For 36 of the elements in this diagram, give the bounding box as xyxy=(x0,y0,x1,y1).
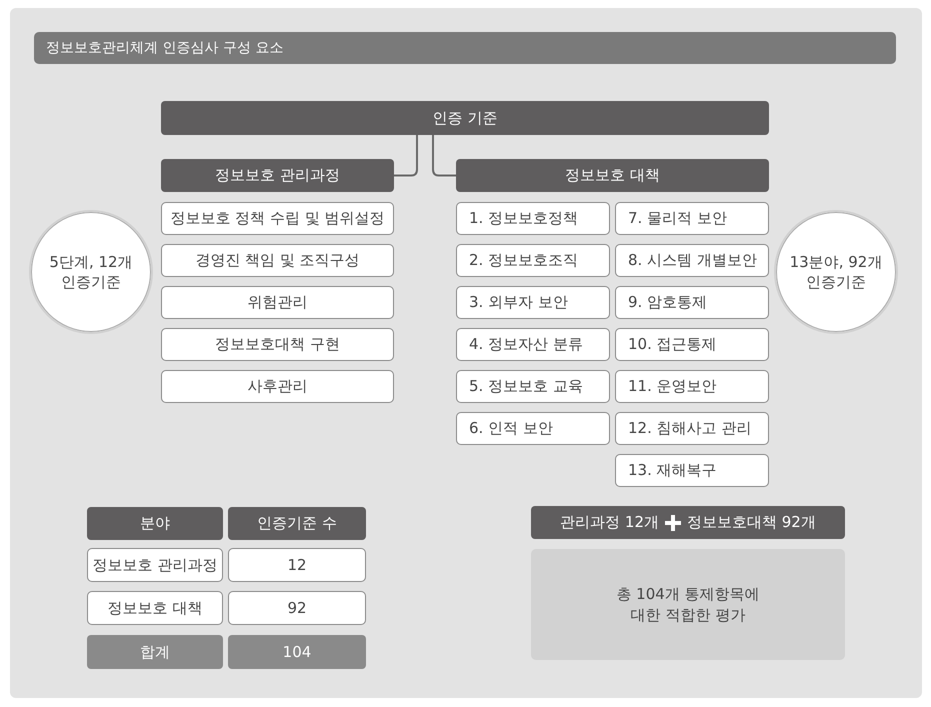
item-box: 정보보호 정책 수립 및 범위설정 xyxy=(161,202,394,235)
item-box: 2. 정보보호조직 xyxy=(456,244,610,277)
connector-line xyxy=(432,135,456,176)
table-cell: 104 xyxy=(228,635,366,669)
item-box: 경영진 책임 및 조직구성 xyxy=(161,244,394,277)
category-header-bar: 정보보호 관리과정 xyxy=(161,159,394,192)
summary-header-bar xyxy=(531,506,845,539)
table-cell: 합계 xyxy=(87,635,223,669)
item-box: 11. 운영보안 xyxy=(615,370,769,403)
item-box: 6. 인적 보안 xyxy=(456,412,610,445)
item-box: 3. 외부자 보안 xyxy=(456,286,610,319)
item-box: 4. 정보자산 분류 xyxy=(456,328,610,361)
item-box: 13. 재해복구 xyxy=(615,454,769,487)
header-text: 관리과정 12개 xyxy=(560,512,659,533)
table-header-cell: 분야 xyxy=(87,507,223,540)
header-text: 정보보호대책 92개 xyxy=(687,512,816,533)
table-cell: 정보보호 관리과정 xyxy=(87,548,223,582)
item-box: 8. 시스템 개별보안 xyxy=(615,244,769,277)
item-box: 7. 물리적 보안 xyxy=(615,202,769,235)
item-box: 9. 암호통제 xyxy=(615,286,769,319)
item-box: 정보보호대책 구현 xyxy=(161,328,394,361)
item-box: 1. 정보보호정책 xyxy=(456,202,610,235)
item-box: 12. 침해사고 관리 xyxy=(615,412,769,445)
table-cell: 정보보호 대책 xyxy=(87,591,223,625)
item-box: 5. 정보보호 교육 xyxy=(456,370,610,403)
connector-line xyxy=(394,135,418,176)
table-cell: 92 xyxy=(228,591,366,625)
item-box: 사후관리 xyxy=(161,370,394,403)
table-header-cell: 인증기준 수 xyxy=(228,507,366,540)
item-box: 위험관리 xyxy=(161,286,394,319)
title-bar: 정보보호관리체계 인증심사 구성 요소 xyxy=(34,32,896,64)
category-header-bar: 정보보호 대책 xyxy=(456,159,769,192)
table-cell: 12 xyxy=(228,548,366,582)
summary-box: 총 104개 통제항목에 대한 적합한 평가 xyxy=(531,549,845,660)
category-header-bar: 인증 기준 xyxy=(161,101,769,135)
item-box: 10. 접근통제 xyxy=(615,328,769,361)
